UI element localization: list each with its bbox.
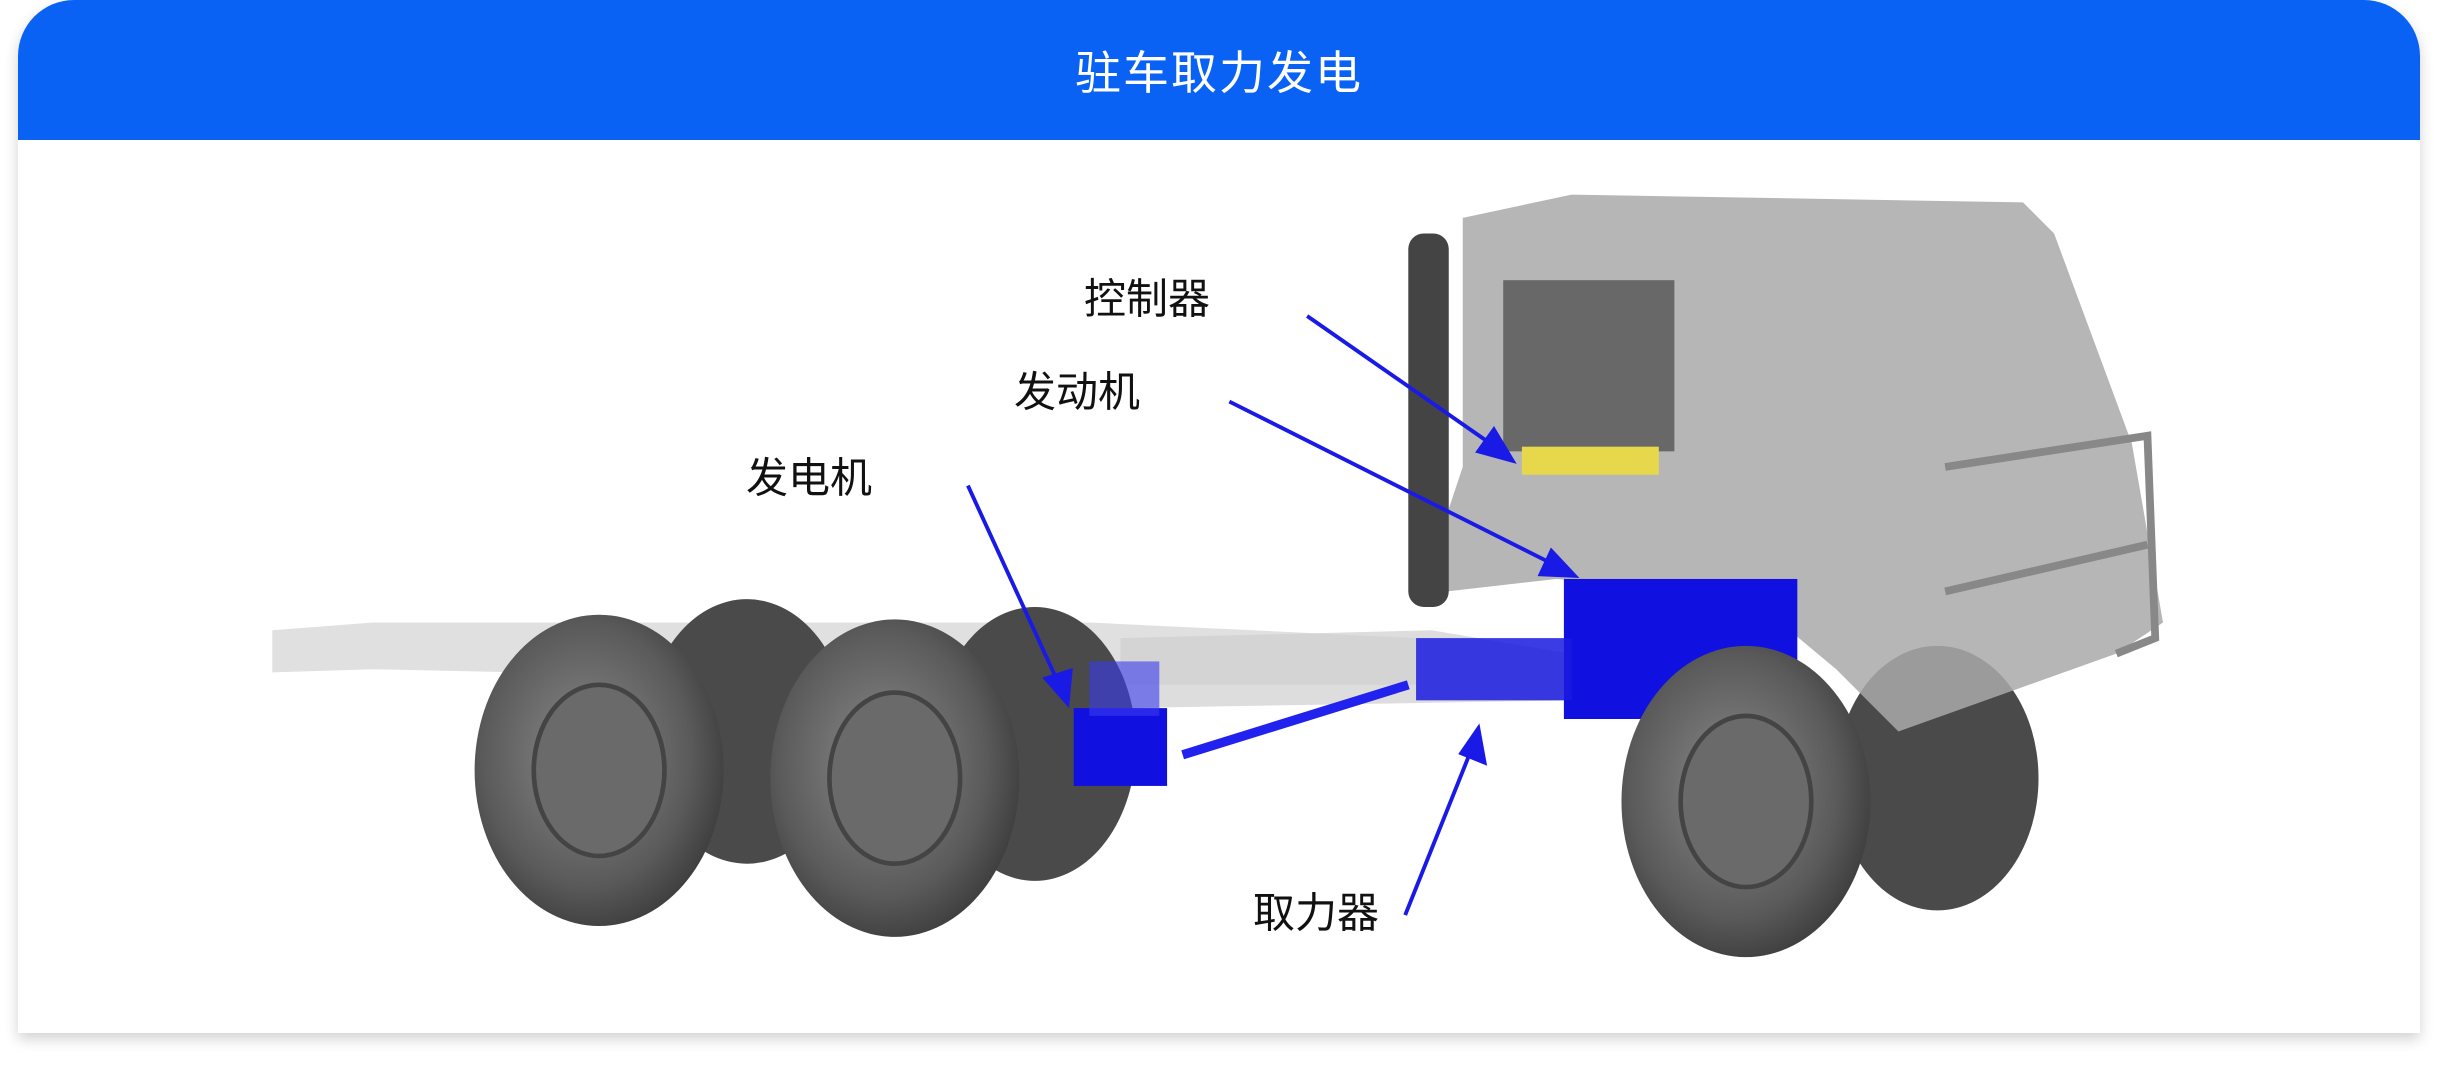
arrow-generator-head <box>1042 668 1073 709</box>
label-engine: 发动机 <box>1013 367 1141 417</box>
arrow-pto-head <box>1458 723 1488 766</box>
label-generator: 发电机 <box>745 453 873 503</box>
label-controller: 控制器 <box>1083 274 1211 324</box>
arrow-pto <box>1403 743 1476 916</box>
arrow-controller-head <box>1475 426 1517 464</box>
truck-cab <box>1408 194 2164 732</box>
page-title: 驻车取力发电 <box>18 0 2420 140</box>
controller-box <box>1521 446 1659 475</box>
arrow-engine <box>1228 399 1562 570</box>
arrow-engine-head <box>1537 547 1580 579</box>
label-pto: 取力器 <box>1252 888 1380 938</box>
arrow-controller <box>1306 314 1503 453</box>
wheels <box>474 614 1871 958</box>
callout-arrows <box>966 314 1580 916</box>
arrow-generator <box>966 484 1064 691</box>
